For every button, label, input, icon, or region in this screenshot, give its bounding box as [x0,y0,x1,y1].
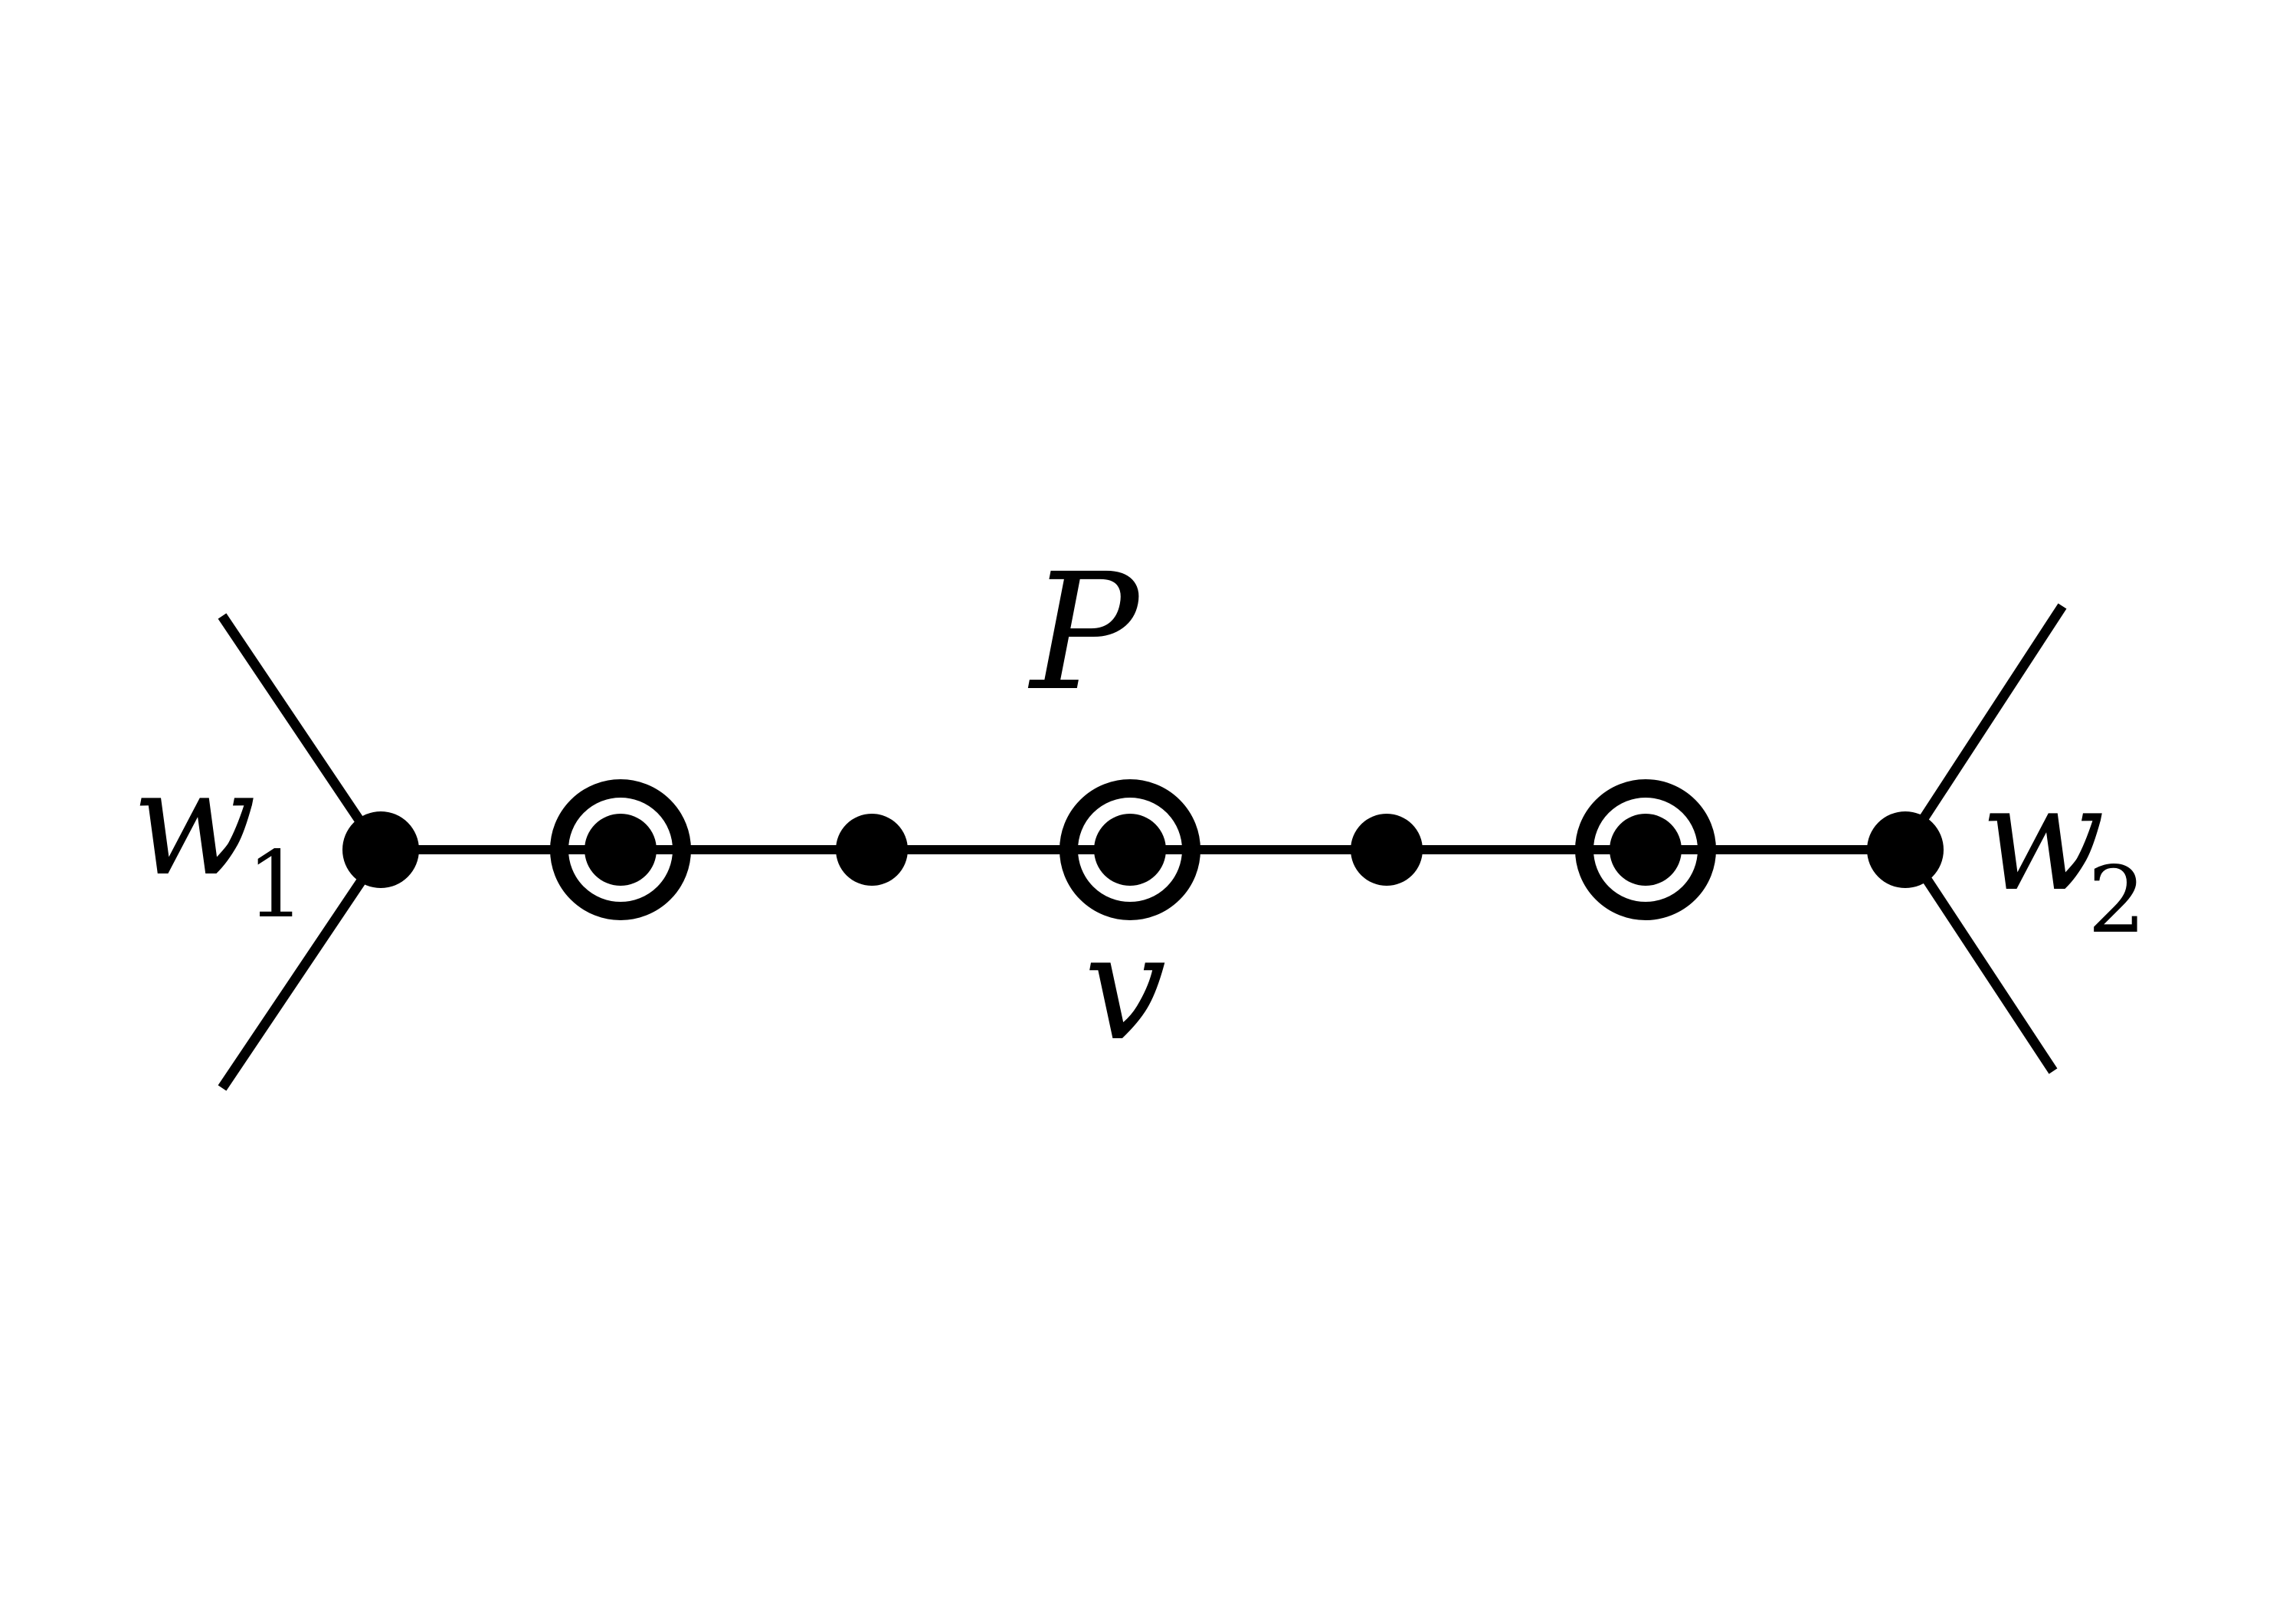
vertex-c [1351,814,1423,886]
vertex-w2 [1867,811,1944,888]
edge-w1-upper [218,613,385,855]
vertex-v [1094,814,1166,886]
vertex-d [1610,814,1682,886]
vertex-b [836,814,908,886]
vertex-label-w2-subscript: 2 [2088,847,2146,954]
vertex-a [585,814,657,886]
vertex-label-w1-subscript: 1 [247,832,305,939]
path-label: P [1027,539,1141,726]
edge-w1-lower [218,849,385,1091]
vertex-w1 [342,811,419,888]
vertex-label-w2: w [1980,754,2105,923]
edge-w2-upper [1901,603,2067,850]
edge-w2-lower [1901,844,2058,1074]
vertex-label-v: v [1084,903,1166,1073]
vertex-label-w1: w [132,739,257,908]
